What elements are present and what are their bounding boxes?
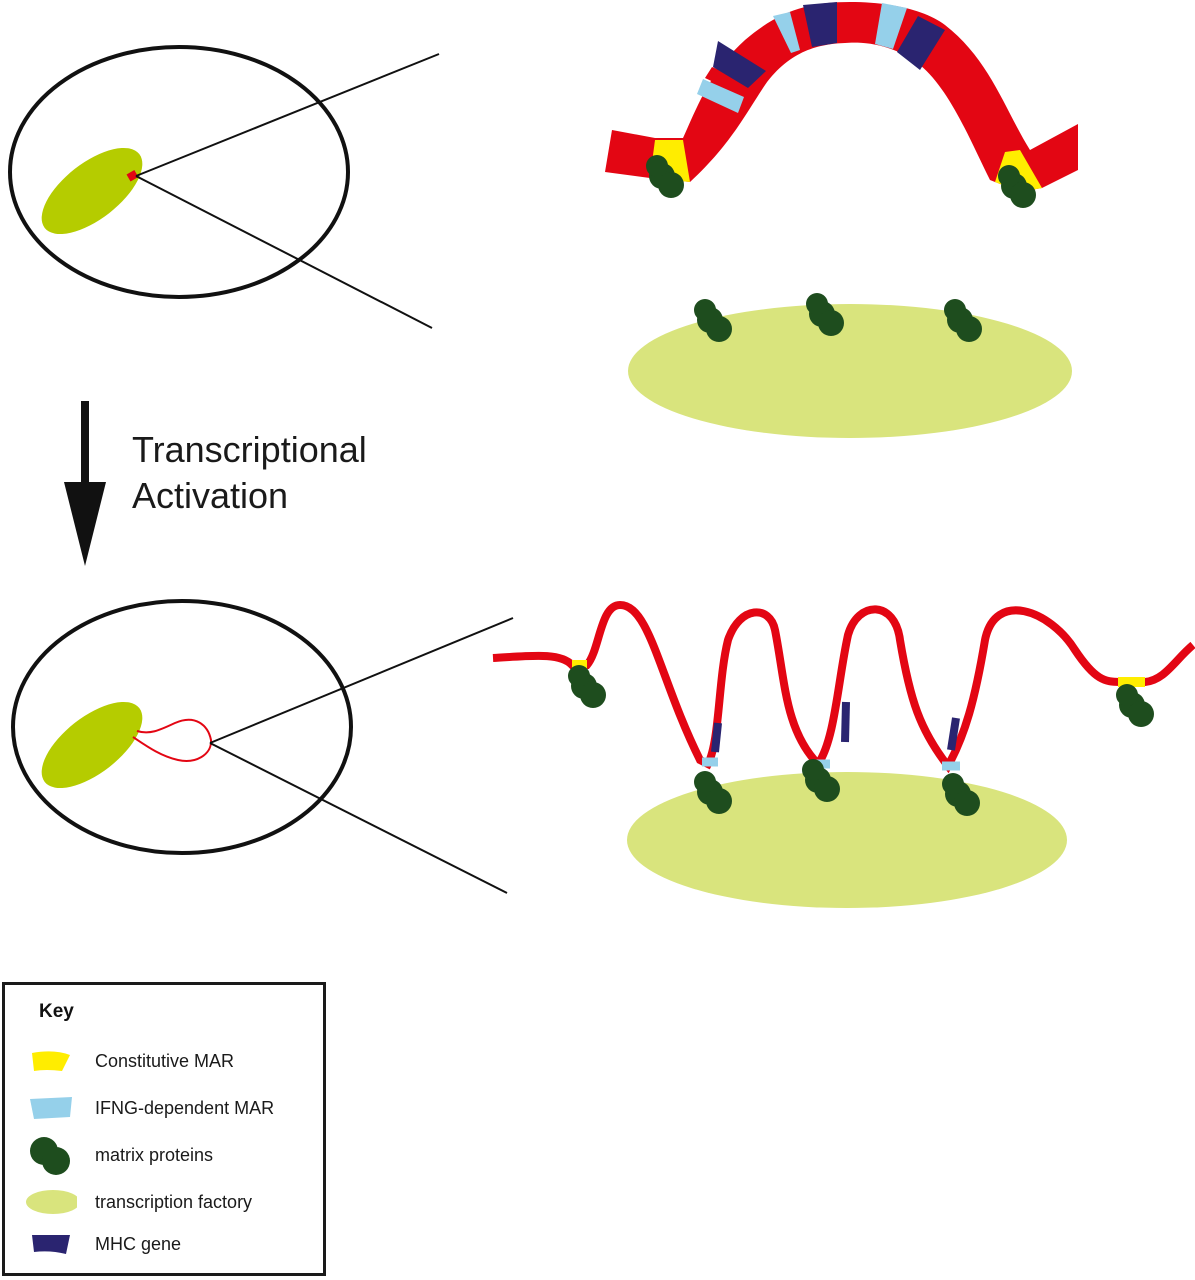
mhc-gene-swatch bbox=[25, 1226, 77, 1262]
legend-label: IFNG-dependent MAR bbox=[95, 1097, 275, 1118]
transcription-factory bbox=[628, 304, 1072, 438]
ifng-mar-swatch bbox=[25, 1090, 77, 1126]
legend-item-mhc-gene: MHC gene bbox=[25, 1224, 181, 1264]
matrix-protein bbox=[1116, 684, 1154, 727]
legend-item-constitutive-mar: Constitutive MAR bbox=[25, 1041, 234, 1081]
transcription-factory bbox=[627, 772, 1067, 908]
activation-arrow bbox=[64, 401, 106, 566]
constitutive-mar-swatch bbox=[25, 1043, 77, 1079]
mhc-gene-3 bbox=[897, 16, 945, 70]
zoom-line-top bbox=[209, 617, 514, 744]
ifng-mar-1 bbox=[697, 79, 744, 113]
transcription-factory-inactive bbox=[628, 293, 1072, 438]
mhc-gene-1 bbox=[713, 41, 766, 88]
matrix-protein bbox=[568, 665, 606, 708]
ifng-mar-2 bbox=[773, 12, 800, 53]
legend-item-matrix-proteins: matrix proteins bbox=[25, 1135, 213, 1175]
factory-in-nucleus bbox=[41, 701, 143, 789]
arrow-shaft bbox=[81, 401, 89, 491]
chromatin-inactive bbox=[605, 2, 1078, 208]
legend-item-transcription-factory: transcription factory bbox=[25, 1182, 252, 1222]
mhc-gene-2 bbox=[803, 2, 837, 47]
legend-title: Key bbox=[39, 1001, 74, 1022]
mhc-gene-3 bbox=[947, 717, 960, 751]
transcription-factory-swatch bbox=[25, 1184, 77, 1220]
transcription-factory-active bbox=[627, 772, 1067, 908]
locus-marker bbox=[126, 170, 139, 182]
zoom-line-bottom bbox=[135, 175, 433, 329]
activation-label-line1: Transcriptional bbox=[132, 429, 367, 470]
legend-label: matrix proteins bbox=[95, 1144, 214, 1165]
zoom-line-bottom bbox=[209, 742, 508, 894]
arrow-head bbox=[64, 482, 106, 566]
nucleus-outline bbox=[8, 45, 350, 299]
legend-label: MHC gene bbox=[95, 1233, 182, 1254]
chromatin-loop-small bbox=[132, 718, 213, 762]
legend: Key Constitutive MAR IFNG-dependent MAR … bbox=[2, 982, 326, 1276]
nucleus-outline bbox=[11, 599, 353, 855]
factory-in-nucleus bbox=[41, 147, 143, 235]
legend-label: transcription factory bbox=[95, 1191, 253, 1212]
legend-item-ifng-dependent-mar: IFNG-dependent MAR bbox=[25, 1088, 274, 1128]
mhc-gene-2 bbox=[841, 701, 850, 743]
legend-label: Constitutive MAR bbox=[95, 1050, 235, 1071]
nucleus-active bbox=[11, 599, 514, 894]
activation-label-line2: Activation bbox=[132, 475, 288, 516]
nucleus-inactive bbox=[8, 45, 440, 329]
chromatin-fiber-thick bbox=[605, 2, 1078, 192]
mhc-gene-1 bbox=[711, 722, 722, 753]
zoom-line-top bbox=[135, 53, 440, 177]
chromatin-fiber-thin bbox=[492, 600, 1195, 774]
matrix-protein-swatch bbox=[25, 1137, 77, 1175]
ifng-mar-3 bbox=[875, 3, 907, 49]
red-gap bbox=[705, 67, 748, 95]
